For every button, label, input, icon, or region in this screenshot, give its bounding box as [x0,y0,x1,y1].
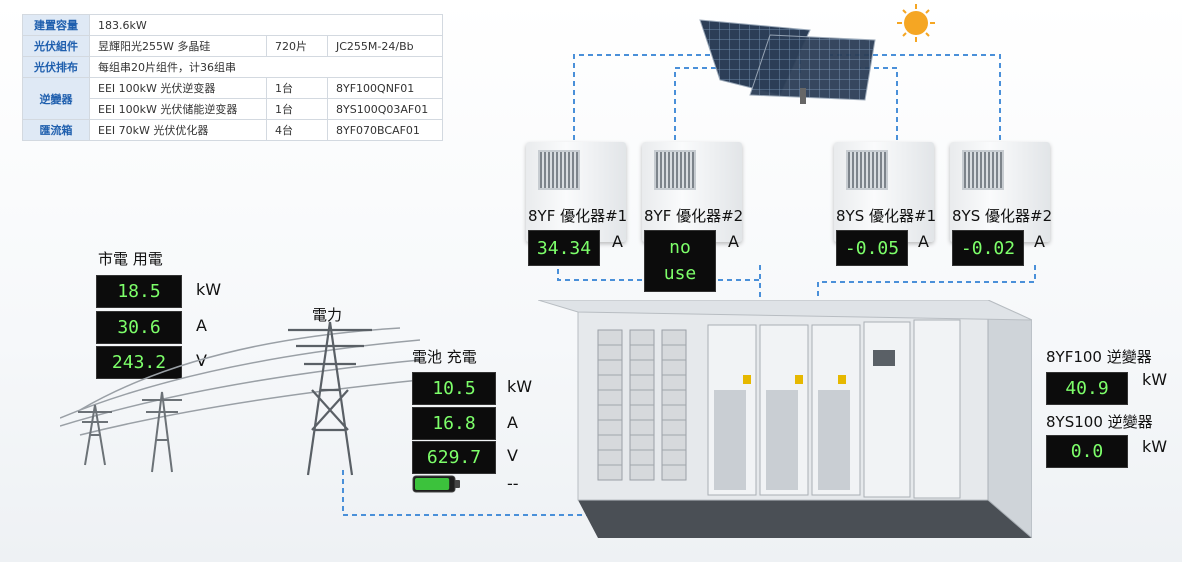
battery-current-display: 16.8 [412,407,496,440]
table-header-cell: 光伏組件 [22,35,90,57]
optimizer-unit: A [1034,232,1045,251]
table-cell: 183.6kW [89,14,443,36]
line-panel-left-outer [573,54,801,140]
battery-power-unit: kW [507,377,533,396]
container-right-wall [987,300,1032,538]
tower-large [288,321,372,476]
table-cell: EEI 100kW 光伏储能逆变器 [89,98,267,120]
optimizer-unit: A [918,232,929,251]
inverter-power-unit: kW [1142,437,1168,456]
table-cell: 每组串20片组件，计36组串 [89,56,443,78]
line-panel-right-outer [830,54,1001,140]
spec-table: 建置容量 183.6kW 光伏組件 昱輝阳光255W 多晶硅 720片 JC25… [22,14,443,141]
table-header-cell: 匯流箱 [22,119,90,141]
line-grid-to-container [342,470,801,516]
table-header-cell: 逆變器 [22,77,90,120]
table-cell: 720片 [266,35,328,57]
vent-icon [654,150,696,190]
grid-current-unit: A [196,316,207,335]
optimizer-value-display: 34.34 [528,230,600,266]
energy-storage-container [538,300,1032,538]
grid-voltage-display: 243.2 [96,346,182,379]
table-cell: 1台 [266,98,328,120]
table-row: 光伏排布 每组串20片组件，计36组串 [22,56,443,78]
vent-icon [962,150,1004,190]
optimizer-value-display: -0.05 [836,230,908,266]
optimizer-label: 8YF 優化器#2 [644,207,744,225]
inverter-label: 8YS100 逆變器 [1046,413,1153,431]
battery-current-unit: A [507,413,518,432]
line-panel-right-inner [860,67,898,140]
sun-icon [897,4,935,42]
tower-small-2 [142,391,182,473]
optimizer-value-display: no use [644,230,716,292]
inverter-power-display: 0.0 [1046,435,1128,468]
table-cell: EEI 70kW 光伏优化器 [89,119,267,141]
grid-current-display: 30.6 [96,311,182,344]
optimizer-unit: A [612,232,623,251]
line-opt-to-container-3 [817,265,1036,300]
inverter-power-display: 40.9 [1046,372,1128,405]
table-row: 建置容量 183.6kW [22,14,443,36]
battery-title: 電池 充電 [412,348,477,366]
table-cell: 8YF070BCAF01 [327,119,443,141]
table-cell: 昱輝阳光255W 多晶硅 [89,35,267,57]
inverter-label: 8YF100 逆變器 [1046,348,1152,366]
panel-mount [800,88,806,104]
tower-small-1 [78,404,112,466]
optimizer-box-8yf-2 [642,142,742,242]
battery-soc-text: -- [507,474,519,493]
optimizer-value-display: -0.02 [952,230,1024,266]
grid-power-display: 18.5 [96,275,182,308]
vent-icon [846,150,888,190]
optimizer-box-8yf-1 [526,142,626,242]
inverter-power-unit: kW [1142,370,1168,389]
optimizer-unit: A [728,232,739,251]
table-cell: 8YS100Q03AF01 [327,98,443,120]
optimizer-label: 8YS 優化器#1 [836,207,937,225]
cabinet-screen [873,350,895,366]
battery-voltage-unit: V [507,446,518,465]
solar-panel-right [749,34,876,101]
power-tower-illustration [60,321,420,476]
table-cell: EEI 100kW 光伏逆变器 [89,77,267,99]
table-cell: 8YF100QNF01 [327,77,443,99]
optimizer-label: 8YF 優化器#1 [528,207,628,225]
container-floor [578,500,1032,538]
vent-icon [538,150,580,190]
solar-panel-array [699,19,876,104]
battery-voltage-display: 629.7 [412,441,496,474]
table-row: 光伏組件 昱輝阳光255W 多晶硅 720片 JC255M-24/Bb [22,35,443,57]
table-row: 匯流箱 EEI 70kW 光伏优化器 4台 8YF070BCAF01 [22,119,443,141]
grid-title: 市電 用電 [98,250,163,268]
table-row: 逆變器 EEI 100kW 光伏逆变器 1台 8YF100QNF01 [22,77,443,120]
grid-voltage-unit: V [196,351,207,370]
table-cell: 1台 [266,77,328,99]
optimizer-box-8ys-1 [834,142,934,242]
optimizer-label: 8YS 優化器#2 [952,207,1053,225]
table-cell: JC255M-24/Bb [327,35,443,57]
grid-power-unit: kW [196,280,222,299]
tower-label: 電力 [312,306,343,324]
optimizer-box-8ys-2 [950,142,1050,242]
table-cell: 4台 [266,119,328,141]
table-header-cell: 光伏排布 [22,56,90,78]
battery-power-display: 10.5 [412,372,496,405]
table-header-cell: 建置容量 [22,14,90,36]
battery-level-icon [412,475,460,493]
container-roof [538,300,1032,321]
